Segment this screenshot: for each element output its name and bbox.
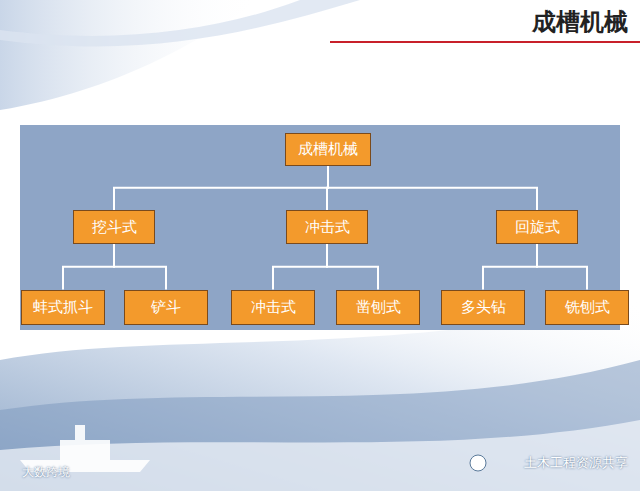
box-label: 多头钻 [461, 298, 506, 316]
box-label: 冲击式 [305, 218, 350, 236]
bottom-swoosh [0, 420, 640, 491]
tree-connector [537, 244, 587, 290]
watermark: 大数跨境 [22, 464, 70, 481]
category-box: 凿刨式 [336, 290, 420, 325]
tree-connector [327, 244, 378, 290]
category-box: 冲击式 [286, 210, 368, 244]
category-box: 蚌式抓斗 [21, 290, 105, 325]
category-box: 挖斗式 [73, 210, 155, 244]
category-box: 多头钻 [441, 290, 525, 325]
watermark: 土木工程资源共享 [524, 454, 628, 472]
box-label: 蚌式抓斗 [33, 298, 93, 316]
tree-connector [63, 244, 114, 290]
top-swoosh [0, 0, 360, 46]
box-label: 成槽机械 [298, 140, 358, 158]
tree-connector [114, 166, 328, 211]
tree-connector [483, 244, 537, 290]
tree-connector [328, 166, 537, 211]
tree-connector [273, 244, 327, 290]
box-label: 回旋式 [515, 218, 560, 236]
tree-connector [114, 244, 166, 290]
category-box: 回旋式 [496, 210, 578, 244]
box-label: 铲斗 [151, 298, 181, 316]
category-box: 铣刨式 [545, 290, 629, 325]
box-label: 铣刨式 [565, 298, 610, 316]
bottom-swoosh [0, 360, 640, 491]
ship-silhouette [20, 425, 150, 472]
slide-title: 成槽机械 [532, 6, 628, 38]
category-box: 铲斗 [124, 290, 208, 325]
wechat-icon [470, 455, 486, 471]
top-swoosh [0, 0, 260, 110]
diagram-panel [20, 125, 620, 330]
box-label: 挖斗式 [92, 218, 137, 236]
title-rule [330, 41, 640, 43]
box-label: 凿刨式 [356, 298, 401, 316]
category-box: 冲击式 [231, 290, 315, 325]
category-box: 成槽机械 [285, 133, 371, 166]
box-label: 冲击式 [251, 298, 296, 316]
